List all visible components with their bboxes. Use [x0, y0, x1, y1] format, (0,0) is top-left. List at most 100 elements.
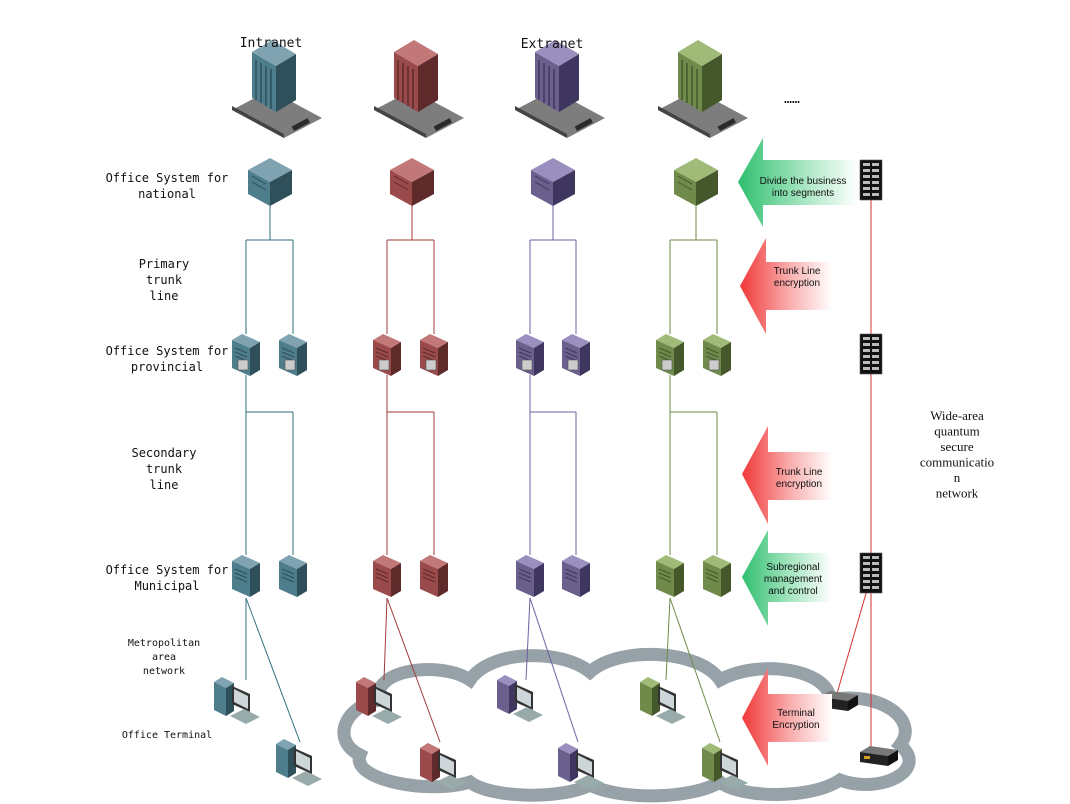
- national-server-intranet-a-icon: [248, 158, 292, 206]
- municipal-server-intranet-a-left-icon: [232, 555, 260, 597]
- arrow-4-label-line-1: Subregional: [766, 562, 819, 573]
- arrow-4-label-line-3: and control: [768, 586, 817, 597]
- level-label-5-line-2: Municipal: [134, 579, 199, 593]
- level-label-4-line-3: line: [150, 478, 179, 492]
- municipal-server-intranet-b-right-icon: [420, 555, 448, 597]
- provincial-server-extranet-a-right-icon: [562, 334, 590, 376]
- level-label-4: Secondary trunk line: [131, 446, 196, 492]
- national-server-extranet-a-icon: [531, 158, 575, 206]
- building-intranet-a-icon: [232, 40, 322, 138]
- level-label-4-line-2: trunk: [146, 462, 183, 476]
- building-intranet-b-icon: [374, 40, 464, 138]
- quantum-network-label-line-1: Wide-area: [930, 408, 984, 423]
- level-label-1: Office System for national: [106, 171, 229, 201]
- arrow-2-shape: [740, 238, 832, 334]
- national-server-extranet-b-icon: [674, 158, 718, 206]
- arrow-3-label-line-1: Trunk Line: [776, 467, 823, 478]
- terminal-extranet-b-b-icon: [702, 743, 748, 790]
- level-label-3-line-1: Office System for: [106, 344, 229, 358]
- quantum-rack-3-icon: [859, 552, 883, 594]
- provincial-server-extranet-b-right-icon: [703, 334, 731, 376]
- trunk-lines: [245, 205, 721, 743]
- quantum-network-label-line-2: quantum: [934, 424, 980, 439]
- quantum-network-label: Wide-areaquantumsecurecommunicationnetwo…: [920, 408, 994, 501]
- level-label-6-line-2: area: [152, 652, 176, 663]
- level-label-2-line-3: line: [150, 289, 179, 303]
- municipal-server-extranet-a-left-icon: [516, 555, 544, 597]
- building-extranet-a-icon: [515, 40, 605, 138]
- office-terminals: [214, 675, 748, 790]
- level-label-6-line-1: Metropolitan: [128, 638, 200, 649]
- more-indicator: ……: [784, 92, 800, 107]
- quantum-network-label-line-4: communicatio: [920, 455, 994, 470]
- arrow-5-shape: [742, 668, 832, 766]
- arrow-5-label-line-2: Encryption: [772, 720, 819, 731]
- provincial-server-intranet-b-right-icon: [420, 334, 448, 376]
- municipal-server-intranet-b-left-icon: [373, 555, 401, 597]
- national-server-intranet-b-icon: [390, 158, 434, 206]
- municipal-server-extranet-b-right-icon: [703, 555, 731, 597]
- level-label-7-line-1: Office Terminal: [122, 730, 212, 741]
- terminal-extranet-a-b-icon: [558, 743, 604, 790]
- municipal-server-extranet-a-right-icon: [562, 555, 590, 597]
- municipal-server-extranet-b-left-icon: [656, 555, 684, 597]
- terminal-extranet-a-a-icon: [497, 675, 543, 722]
- terminal-intranet-b-a-icon: [356, 677, 402, 724]
- level-label-1-line-1: Office System for: [106, 171, 229, 185]
- arrow-1-label-line-2: into segments: [772, 188, 834, 199]
- level-label-5-line-1: Office System for: [106, 563, 229, 577]
- arrow-1-shape: [738, 138, 858, 227]
- quantum-network-label-line-5: n: [954, 470, 961, 485]
- wiring-intranet-a: [245, 205, 301, 743]
- terminal-extranet-b-a-icon: [640, 677, 686, 724]
- level-label-3-line-2: provincial: [131, 360, 203, 374]
- level-label-7: Office Terminal: [122, 730, 212, 741]
- intranet-label: Intranet: [240, 36, 303, 51]
- quantum-rack-2-icon: [859, 333, 883, 375]
- level-label-6: Metropolitan area network: [128, 638, 200, 677]
- provincial-servers: [232, 334, 731, 376]
- level-label-6-line-3: network: [143, 666, 185, 677]
- terminal-intranet-a-a-icon: [214, 677, 260, 724]
- level-label-2-line-2: trunk: [146, 273, 183, 287]
- level-label-2-line-1: Primary: [139, 257, 190, 271]
- quantum-network-label-line-3: secure: [940, 439, 973, 454]
- quantum-rack-1-icon: [859, 159, 883, 201]
- level-label-1-line-2: national: [138, 187, 196, 201]
- arrow-3-label-line-2: encryption: [776, 479, 822, 490]
- arrow-2-label-line-1: Trunk Line: [774, 266, 821, 277]
- municipal-servers: [232, 555, 731, 597]
- level-label-3: Office System for provincial: [106, 344, 229, 374]
- terminal-intranet-a-b-icon: [276, 739, 322, 786]
- provincial-server-extranet-a-left-icon: [516, 334, 544, 376]
- provincial-server-extranet-b-left-icon: [656, 334, 684, 376]
- quantum-box-2-icon: [860, 746, 898, 766]
- level-label-2: Primary trunk line: [139, 257, 190, 303]
- provincial-server-intranet-b-left-icon: [373, 334, 401, 376]
- national-servers: [248, 158, 718, 206]
- quantum-network-label-line-6: network: [936, 486, 979, 501]
- wiring-intranet-b: [383, 205, 441, 743]
- quantum-network-line: [835, 196, 872, 755]
- level-label-4-line-1: Secondary: [131, 446, 196, 460]
- building-row: [232, 40, 748, 138]
- arrow-2-label-line-2: encryption: [774, 278, 820, 289]
- extranet-label: Extranet: [521, 37, 584, 52]
- municipal-server-intranet-a-right-icon: [279, 555, 307, 597]
- provincial-server-intranet-a-left-icon: [232, 334, 260, 376]
- arrow-4-shape: [742, 530, 832, 626]
- building-extranet-b-icon: [658, 40, 748, 138]
- quantum-racks: [859, 159, 883, 594]
- terminal-intranet-b-b-icon: [420, 743, 466, 790]
- arrow-5-label-line-1: Terminal: [777, 708, 815, 719]
- wiring-extranet-b: [665, 205, 721, 743]
